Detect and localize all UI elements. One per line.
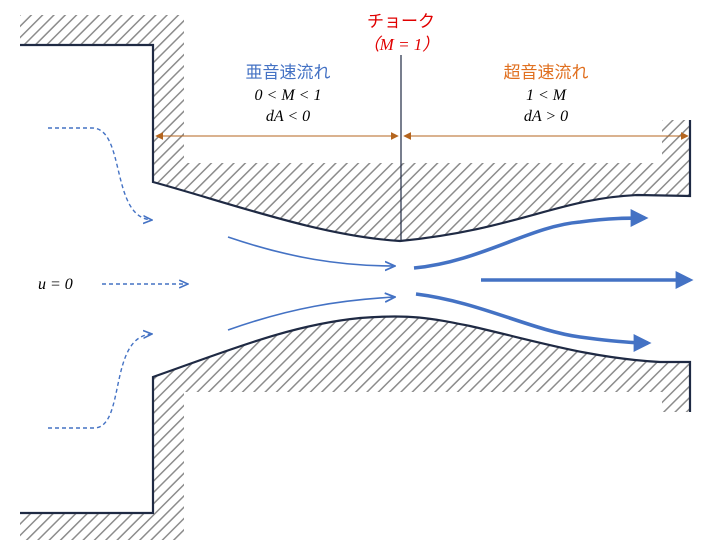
supersonic-mach: 1 < M bbox=[526, 87, 568, 104]
subsonic-title: 亜音速流れ bbox=[246, 63, 331, 83]
subsonic-streamline-lower bbox=[227, 297, 395, 331]
supersonic-area: dA > 0 bbox=[524, 108, 568, 125]
choke-condition: （M = 1） bbox=[363, 35, 440, 54]
subsonic-area: dA < 0 bbox=[266, 108, 310, 125]
upper-wall-line bbox=[20, 43, 692, 243]
choke-title: チョーク bbox=[367, 12, 435, 32]
upper-wall-hatch bbox=[20, 15, 690, 241]
subsonic-mach: 0 < M < 1 bbox=[255, 87, 322, 104]
inlet-flow-upper bbox=[48, 127, 152, 220]
inlet-flow-lower bbox=[48, 334, 152, 429]
supersonic-title: 超音速流れ bbox=[504, 63, 589, 83]
lower-wall-hatch bbox=[20, 316, 690, 540]
inlet-velocity-label: u = 0 bbox=[38, 276, 73, 293]
lower-wall-line bbox=[20, 315, 692, 515]
subsonic-streamline-upper bbox=[227, 236, 395, 266]
supersonic-streamline-lower bbox=[415, 292, 652, 352]
supersonic-streamline-upper bbox=[413, 209, 649, 270]
